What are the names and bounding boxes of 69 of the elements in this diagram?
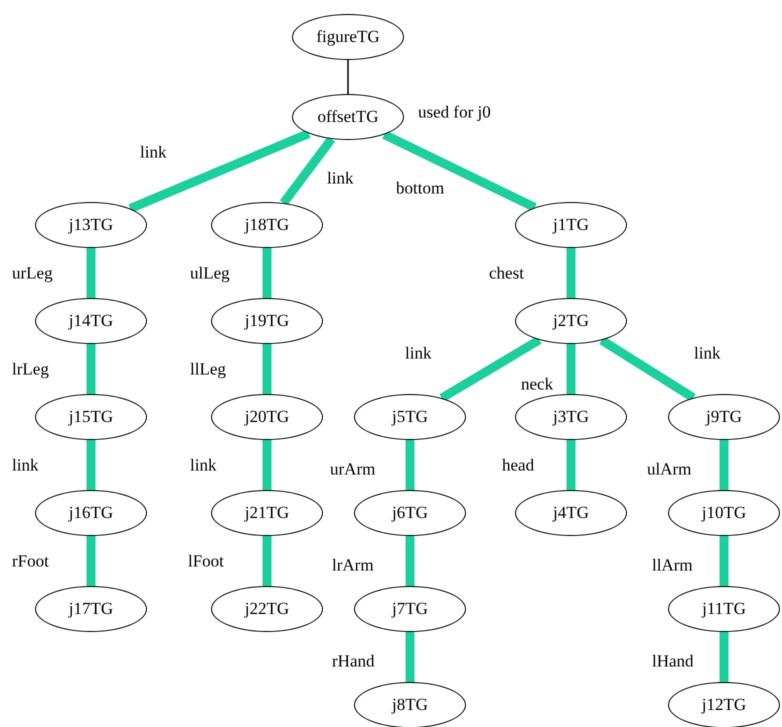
edge-label: lrLeg bbox=[12, 360, 49, 378]
connector-line bbox=[599, 336, 696, 402]
connector-line bbox=[406, 632, 414, 682]
connector-line bbox=[86, 440, 96, 490]
connector-line bbox=[566, 440, 576, 490]
edge-label: link bbox=[327, 170, 354, 186]
connector-line bbox=[720, 440, 728, 490]
edge-label: urLeg bbox=[12, 264, 53, 282]
connector-line bbox=[566, 248, 576, 298]
ellipse-node: j17TG bbox=[35, 586, 147, 632]
ellipse-node: j5TG bbox=[354, 394, 466, 440]
ellipse-node: j11TG bbox=[668, 586, 780, 632]
edge-label: llLeg bbox=[190, 360, 226, 378]
connector-line bbox=[128, 129, 311, 213]
ellipse-node: j13TG bbox=[35, 202, 147, 248]
ellipse-node: j16TG bbox=[35, 490, 147, 536]
connector-line bbox=[347, 60, 349, 94]
connector-line bbox=[262, 248, 272, 298]
ellipse-node: j21TG bbox=[211, 490, 323, 536]
connector-line bbox=[86, 344, 96, 394]
ellipse-node: j20TG bbox=[211, 394, 323, 440]
connector-line bbox=[406, 440, 414, 490]
ellipse-node: j8TG bbox=[354, 682, 466, 727]
edge-label: link bbox=[140, 144, 166, 160]
edge-label: link bbox=[12, 456, 38, 474]
edge-label: lFoot bbox=[188, 552, 224, 570]
ellipse-node: j2TG bbox=[515, 298, 627, 344]
edge-label: ulLeg bbox=[190, 264, 230, 282]
connector-line bbox=[86, 536, 96, 586]
connector-line bbox=[262, 344, 272, 394]
edge-label: urArm bbox=[330, 460, 376, 478]
connector-line bbox=[86, 248, 96, 298]
connector-line bbox=[720, 536, 728, 586]
connector-line bbox=[566, 344, 576, 394]
ellipse-node: j18TG bbox=[211, 202, 323, 248]
connector-line bbox=[262, 536, 272, 586]
edge-label: rHand bbox=[332, 652, 374, 670]
ellipse-node: j14TG bbox=[35, 298, 147, 344]
edge-label: rFoot bbox=[12, 552, 49, 570]
ellipse-node: figureTG bbox=[292, 14, 404, 60]
ellipse-node: j15TG bbox=[35, 394, 147, 440]
ellipse-node: j7TG bbox=[354, 586, 466, 632]
connector-line bbox=[382, 130, 537, 212]
edge-label: llArm bbox=[652, 556, 693, 574]
connector-line bbox=[720, 632, 728, 682]
edge-label: lHand bbox=[652, 652, 694, 670]
edge-label: bottom bbox=[396, 180, 444, 196]
ellipse-node: j10TG bbox=[668, 490, 780, 536]
edge-label: neck bbox=[521, 376, 554, 392]
ellipse-node: j1TG bbox=[515, 202, 627, 248]
edge-label: link bbox=[190, 456, 216, 474]
edge-label: lrArm bbox=[332, 556, 374, 574]
ellipse-node: offsetTG bbox=[292, 94, 404, 140]
edge-label: chest bbox=[489, 264, 524, 282]
ellipse-node: j19TG bbox=[211, 298, 323, 344]
connector-line bbox=[439, 336, 542, 402]
ellipse-node: j12TG bbox=[668, 682, 780, 727]
ellipse-node: j6TG bbox=[354, 490, 466, 536]
connector-line bbox=[406, 536, 414, 586]
node-note: used for j0 bbox=[418, 104, 491, 120]
ellipse-node: j3TG bbox=[515, 394, 627, 440]
edge-label: head bbox=[502, 456, 534, 474]
edge-label: link bbox=[405, 344, 432, 362]
ellipse-node: j22TG bbox=[211, 586, 323, 632]
edge-label: ulArm bbox=[647, 460, 692, 478]
connector-line bbox=[262, 440, 272, 490]
ellipse-node: j4TG bbox=[515, 490, 627, 536]
ellipse-node: j9TG bbox=[668, 394, 780, 440]
edge-label: link bbox=[694, 344, 720, 362]
